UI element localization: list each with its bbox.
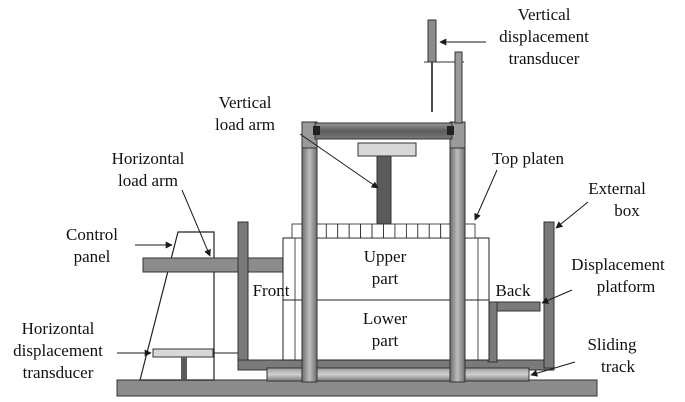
control-panel-shape (139, 231, 215, 381)
top-platen-segment (325, 223, 339, 239)
eb-callout-arrow (555, 201, 589, 229)
top-platen-segment (383, 223, 396, 239)
horizontal-displacement-transducer (152, 348, 240, 380)
crossbeam-end-right (447, 126, 454, 135)
vertical-displacement-transducer (424, 19, 464, 124)
hla-callout-arrow (181, 189, 211, 257)
control-panel-label-1: Control (66, 225, 118, 244)
horizontal-load-arm-label-1: Horizontal (112, 149, 185, 168)
displacement-platform (487, 301, 541, 363)
horizontal-load-arm-label-2: load arm (118, 171, 178, 190)
top-platen-segment (405, 223, 419, 239)
vertical-load-arm-stem (376, 155, 392, 225)
vertical-displacement-transducer-label-1: Vertical (518, 5, 571, 24)
top-platen-label: Top platen (492, 149, 564, 168)
crossbeam-end-left (313, 126, 320, 135)
external-box-label-2: box (614, 201, 640, 220)
displacement-platform-label-2: platform (597, 277, 656, 296)
vertical-load-pad (357, 142, 417, 157)
vertical-load-arm-label-2: load arm (215, 115, 275, 134)
sliding-track-label-2: track (601, 357, 635, 376)
top-platen-segment (360, 223, 373, 239)
top-crossbeam (314, 122, 453, 140)
horizontal-displacement-transducer-label-2: displacement (13, 341, 103, 360)
external-box-label-1: External (588, 179, 646, 198)
vla-callout-arrow (299, 133, 379, 189)
top-platen-segment (394, 223, 407, 239)
top-platen-segment (428, 223, 442, 239)
base-slab (116, 379, 598, 397)
horizontal-displacement-transducer-label-3: transducer (23, 363, 94, 382)
st-callout-arrow (530, 361, 576, 377)
right-column (449, 147, 466, 383)
upper-part-line-2: part (372, 269, 399, 288)
tp-callout-arrow (474, 169, 498, 221)
top-platen-segment (371, 223, 384, 239)
displacement-platform-label-1: Displacement (571, 255, 665, 274)
dp-callout-arrow (541, 289, 573, 304)
lower-part-line-1: Lower (363, 309, 408, 328)
top-platen-segment (337, 223, 350, 239)
top-platen-segment (417, 223, 430, 239)
lower-part-line-2: part (372, 331, 399, 350)
top-platen-segment (348, 223, 362, 239)
vertical-load-arm-label-1: Vertical (219, 93, 272, 112)
back-label: Back (496, 281, 531, 300)
left-column (301, 147, 318, 383)
sliding-track-label-1: Sliding (587, 335, 637, 354)
vertical-displacement-transducer-label-3: transducer (509, 49, 580, 68)
vertical-displacement-transducer-label-2: displacement (499, 27, 589, 46)
horizontal-load-arm (142, 257, 284, 273)
top-platen (291, 223, 476, 239)
front-label: Front (253, 281, 290, 300)
upper-part-line-1: Upper (364, 247, 407, 266)
horizontal-displacement-transducer-label-1: Horizontal (22, 319, 95, 338)
control-panel-label-2: panel (74, 247, 111, 266)
